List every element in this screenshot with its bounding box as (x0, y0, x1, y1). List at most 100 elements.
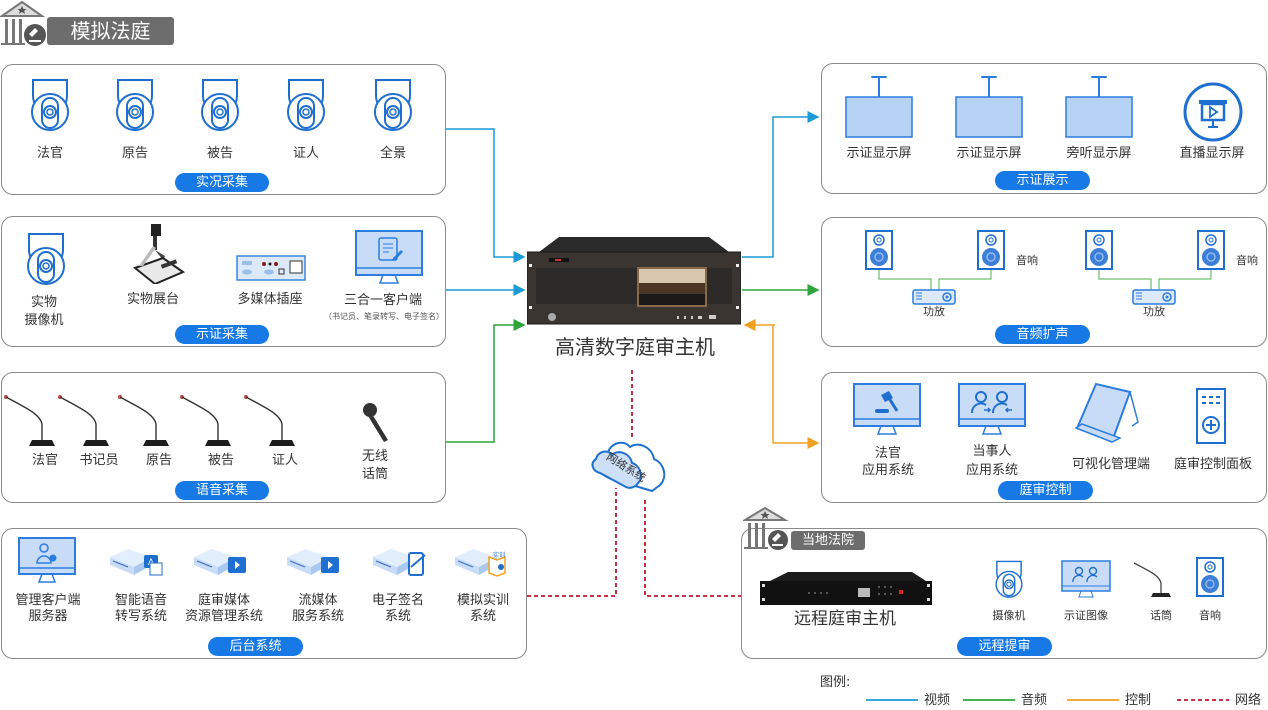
amplifier-icon (1132, 289, 1176, 305)
backend-item-label: 服务器 (28, 609, 68, 624)
court-building-icon (0, 0, 48, 48)
backend-item-label: 转写系统 (114, 609, 167, 624)
voice-mic-label: 法官 (31, 453, 58, 468)
evidence-item-sublabel: （书记员、笔录转写、电子签名） (324, 312, 444, 321)
evidence-item-label: 实物展台 (126, 292, 179, 307)
multimedia-socket-icon (236, 255, 306, 281)
legend-line-control (1067, 697, 1119, 703)
backend-item-label: 管理客户端 (15, 593, 81, 608)
hd-court-host-label: 高清数字庭审主机 (555, 335, 715, 359)
management-server-icon (18, 537, 76, 585)
ceiling-display-icon (955, 75, 1023, 139)
remote-speaker-icon (1196, 557, 1224, 597)
voice-mic-label: 书记员 (79, 453, 119, 468)
gooseneck-mic-icon (244, 394, 304, 450)
ptz-camera-icon (372, 78, 414, 134)
backend-item-label: 模拟实训 (456, 593, 509, 608)
remote-gooseneck-mic-icon (1133, 561, 1173, 599)
ptz-camera-icon (25, 232, 67, 288)
legend-label: 视频 (923, 693, 950, 708)
live-camera-label: 证人 (292, 146, 319, 161)
remote-court-host-device[interactable] (760, 571, 932, 607)
live-camera-label: 被告 (206, 146, 233, 161)
wire-host-control (772, 324, 820, 449)
remote-camera-icon (994, 560, 1024, 600)
evidence-item-label: 实物 (30, 295, 57, 310)
speaker-label: 音响 (1016, 254, 1038, 267)
display-item-label: 旁听显示屏 (1066, 146, 1132, 161)
speaker-label: 音响 (1236, 254, 1258, 267)
ptz-camera-icon (285, 78, 327, 134)
backend-item-label: 流媒体 (298, 593, 338, 608)
legend-line-video (866, 697, 918, 703)
voice-mic-label: 证人 (271, 453, 298, 468)
legend-line-audio (963, 697, 1015, 703)
control-item-label: 应用系统 (861, 463, 914, 478)
amplifier-icon (912, 289, 956, 305)
remote-evidence-monitor-icon (1061, 560, 1111, 600)
ptz-camera-icon (114, 78, 156, 134)
audio-label: 音频扩声 (995, 325, 1090, 344)
media-resource-server-icon (192, 545, 252, 581)
remote-item-label: 示证图像 (1064, 609, 1108, 622)
live-camera-label: 法官 (36, 146, 63, 161)
wireless-mic-label: 话筒 (361, 467, 388, 482)
backend-item-label: 系统 (469, 609, 496, 624)
legend-line-network (1177, 697, 1229, 703)
control-item-label: 当事人 (972, 444, 1012, 459)
backend-label: 后台系统 (208, 637, 303, 656)
network-cloud-icon (590, 435, 672, 511)
backend-item-label: 服务系统 (291, 609, 344, 624)
legend-title: 图例: (820, 675, 851, 690)
live-capture-label: 实况采集 (175, 173, 269, 192)
control-item-label: 可视化管理端 (1071, 457, 1150, 472)
evidence-item-label: 摄像机 (24, 313, 64, 328)
hd-court-host-device[interactable] (527, 236, 741, 326)
wire-voice-to-host (446, 319, 526, 443)
remote-label: 远程提审 (957, 637, 1052, 656)
judge-app-monitor-icon (853, 383, 921, 439)
remote-item-label: 摄像机 (992, 609, 1026, 622)
svg-text:实训: 实训 (493, 551, 505, 559)
remote-host-label: 远程庭审主机 (794, 609, 896, 629)
voice-mic-label: 被告 (207, 453, 234, 468)
display-item-label: 示证显示屏 (956, 146, 1022, 161)
evidence-capture-label: 示证采集 (175, 325, 269, 344)
desktop-client-icon (355, 230, 423, 286)
voice-mic-label: 原告 (145, 453, 172, 468)
ceiling-display-icon (1065, 75, 1133, 139)
speech-transcription-server-icon: A (108, 545, 168, 581)
control-label: 庭审控制 (998, 481, 1093, 500)
live-broadcast-icon (1183, 82, 1243, 142)
legend-label: 控制 (1124, 693, 1151, 708)
live-camera-label: 全景 (379, 146, 406, 161)
wireless-microphone-icon (362, 402, 392, 442)
evidence-item-label: 多媒体插座 (237, 292, 303, 307)
backend-item-label: 资源管理系统 (184, 609, 263, 624)
local-court-tag: 当地法院 (791, 531, 865, 550)
wire-live-to-host (446, 128, 526, 263)
legend-label: 网络 (1234, 693, 1261, 708)
wireless-mic-label: 无线 (361, 449, 388, 464)
evidence-item-label: 三合一客户端 (343, 293, 422, 308)
backend-item-label: 庭审媒体 (197, 593, 250, 608)
gooseneck-mic-icon (180, 394, 240, 450)
speaker-icon (1197, 230, 1225, 270)
amplifier-label: 功放 (1143, 305, 1165, 318)
control-panel-remote-icon (1196, 388, 1226, 444)
party-app-monitor-icon (958, 383, 1026, 439)
ceiling-display-icon (845, 75, 913, 139)
live-camera-label: 原告 (121, 146, 148, 161)
document-camera-icon (133, 222, 185, 284)
local-court-icon (743, 506, 791, 552)
backend-item-label: 电子签名 (371, 593, 424, 608)
gooseneck-mic-icon (118, 394, 178, 450)
training-server-icon: 实训 (453, 545, 513, 581)
display-item-label: 直播显示屏 (1179, 146, 1245, 161)
e-signature-server-icon (371, 545, 431, 581)
ptz-camera-icon (199, 78, 241, 134)
backend-item-label: 系统 (384, 609, 411, 624)
tablet-management-icon (1074, 382, 1146, 446)
ptz-camera-icon (29, 78, 71, 134)
remote-item-label: 话筒 (1150, 609, 1172, 622)
